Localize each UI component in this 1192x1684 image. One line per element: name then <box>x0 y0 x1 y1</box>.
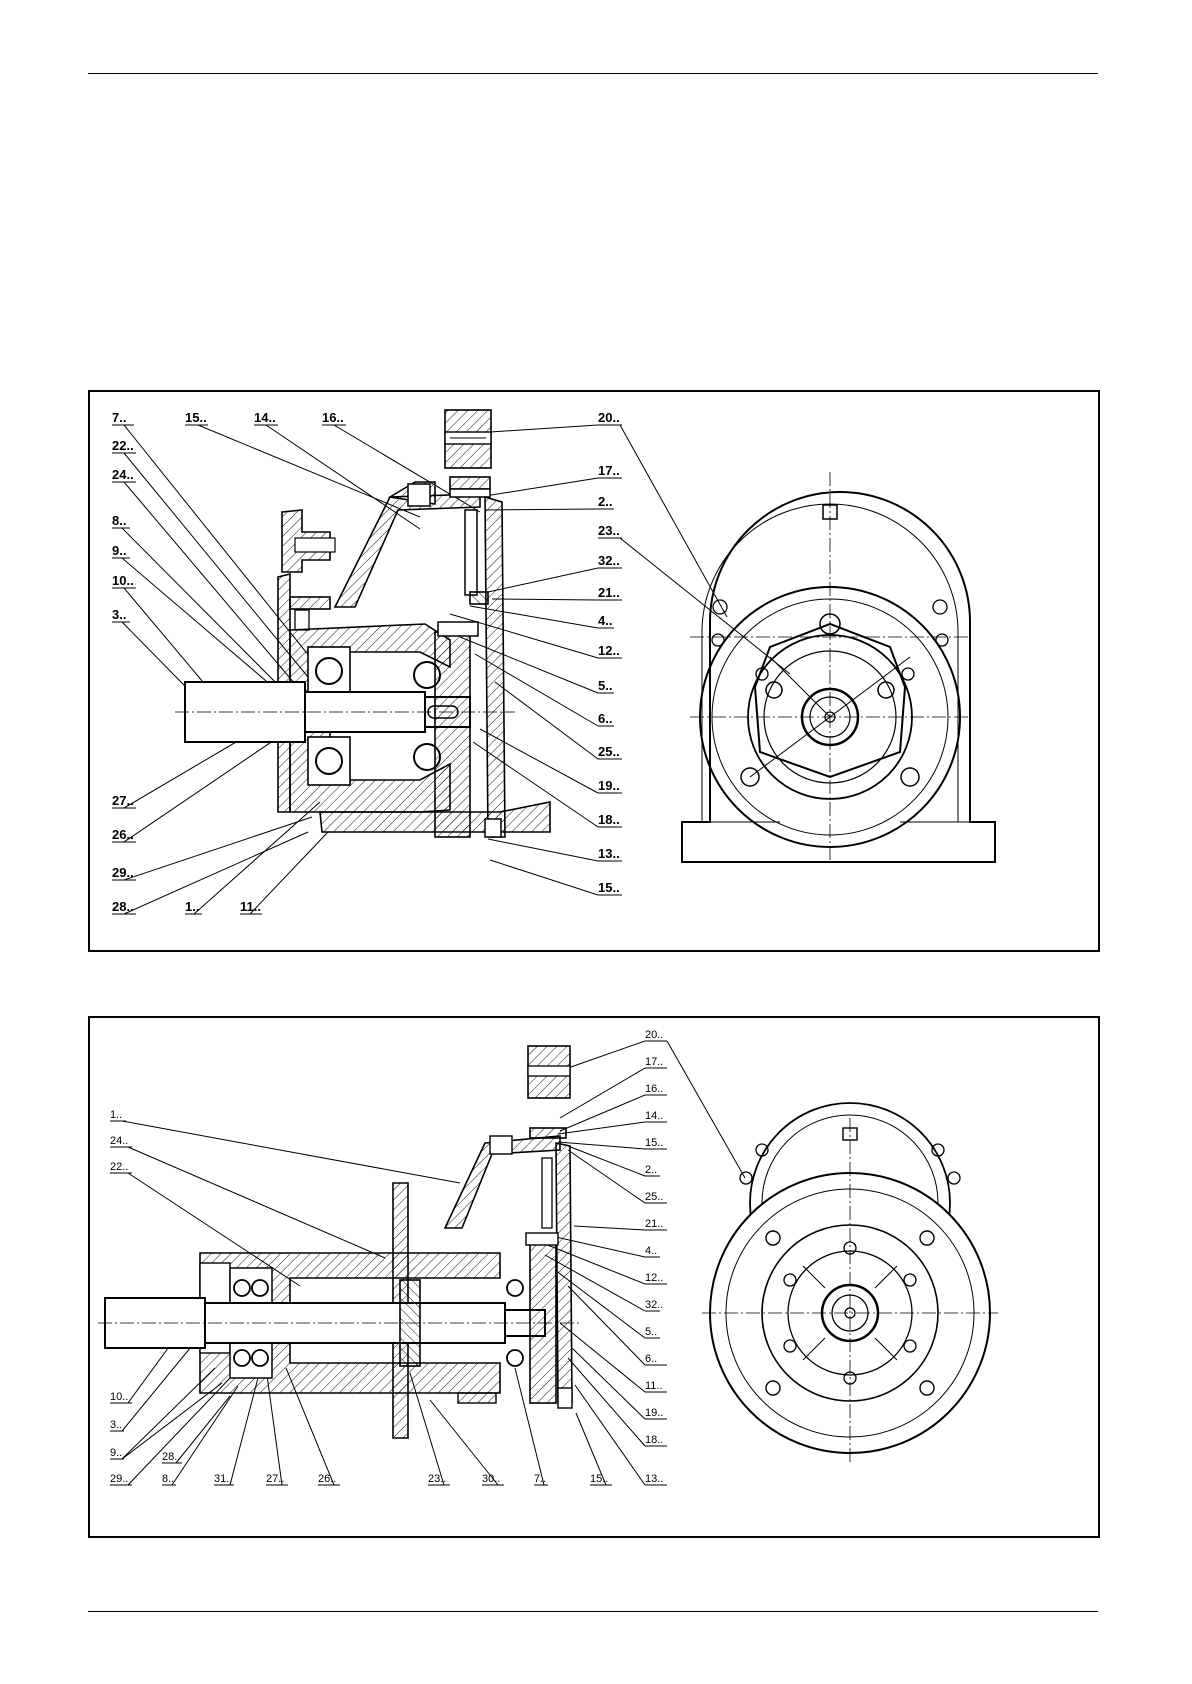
callout-label: 15.. <box>590 1473 608 1485</box>
callout-label: 25.. <box>645 1191 663 1203</box>
callouts-left-lower: 1.. 24.. 22.. 10.. 3.. 9.. 28.. 29.. 8.. <box>110 1109 461 1486</box>
callout-label: 28.. <box>112 899 134 914</box>
callout-label: 16.. <box>645 1083 663 1095</box>
callout-label: 16.. <box>322 410 344 425</box>
callouts-bottom-upper: 1.. 11.. <box>185 801 329 915</box>
callout-label: 2.. <box>645 1164 657 1176</box>
callout-label: 17.. <box>645 1056 663 1068</box>
callout-label: 31.. <box>214 1473 232 1485</box>
callout-label: 13.. <box>645 1473 663 1485</box>
callout-label: 27.. <box>266 1473 284 1485</box>
callout-label: 1.. <box>185 899 199 914</box>
callout-label: 22.. <box>110 1161 128 1173</box>
front-view-upper <box>681 472 996 863</box>
callout-label: 9.. <box>110 1447 122 1459</box>
header-rule <box>88 73 1098 74</box>
callout-label: 2.. <box>598 494 612 509</box>
callout-label: 26.. <box>112 827 134 842</box>
assembly-drawing-lower: 1.. 24.. 22.. 10.. 3.. 9.. 28.. 29.. 8..… <box>98 1029 998 1486</box>
callout-label: 24.. <box>112 467 134 482</box>
callout-label: 7.. <box>534 1473 546 1485</box>
callout-label: 15.. <box>598 880 620 895</box>
callout-label: 19.. <box>598 778 620 793</box>
callout-label: 23.. <box>598 523 620 538</box>
callout-label: 21.. <box>645 1218 663 1230</box>
callout-label: 28.. <box>162 1451 180 1463</box>
callout-label: 13.. <box>598 846 620 861</box>
callout-label: 22.. <box>112 438 134 453</box>
callout-label: 32.. <box>645 1299 663 1311</box>
callout-label: 29.. <box>110 1473 128 1485</box>
callout-label: 5.. <box>645 1326 657 1338</box>
callout-label: 14.. <box>645 1110 663 1122</box>
callout-label: 1.. <box>110 1109 122 1121</box>
callout-label: 15.. <box>645 1137 663 1149</box>
callout-label: 3.. <box>110 1419 122 1431</box>
callout-label: 30.. <box>482 1473 500 1485</box>
callout-label: 29.. <box>112 865 134 880</box>
callout-label: 15.. <box>185 410 207 425</box>
callout-label: 12.. <box>645 1272 663 1284</box>
drawing-panel-lower: 1.. 24.. 22.. 10.. 3.. 9.. 28.. 29.. 8..… <box>88 1016 1100 1538</box>
callout-label: 18.. <box>598 812 620 827</box>
callout-label: 21.. <box>598 585 620 600</box>
footer-rule <box>88 1611 1098 1612</box>
callout-label: 18.. <box>645 1434 663 1446</box>
callouts-right-lower: 20.. 17.. 16.. 14.. 15.. 2.. 25.. 21.. 4… <box>529 1029 746 1447</box>
callout-label: 11.. <box>240 899 261 914</box>
callout-label: 27.. <box>112 793 134 808</box>
callout-label: 11.. <box>645 1380 663 1392</box>
callout-label: 12.. <box>598 643 620 658</box>
callout-label: 4.. <box>645 1245 657 1257</box>
callout-label: 8.. <box>112 513 126 528</box>
callout-label: 7.. <box>112 410 126 425</box>
callouts-top-upper: 15.. 14.. 16.. <box>185 410 481 530</box>
drawing-panel-upper: 7.. 22.. 24.. 8.. 9.. 10.. 3.. 27.. 26..… <box>88 390 1100 952</box>
callouts-left-upper: 7.. 22.. 24.. 8.. 9.. 10.. 3.. 27.. 26..… <box>112 410 349 915</box>
callout-label: 3.. <box>112 607 126 622</box>
callout-label: 20.. <box>598 410 620 425</box>
callouts-right-upper: 20.. 17.. 2.. 23.. 32.. 21.. 4.. 12.. 5.… <box>449 410 791 896</box>
callouts-bottom-lower: 31.. 27.. 26.. 23.. 30.. 7.. 15.. 13.. <box>214 1367 667 1486</box>
callout-label: 32.. <box>598 553 620 568</box>
callout-label: 26.. <box>318 1473 336 1485</box>
callout-label: 17.. <box>598 463 620 478</box>
sectional-view-lower <box>98 1045 580 1439</box>
callout-label: 4.. <box>598 613 612 628</box>
callout-label: 20.. <box>645 1029 663 1041</box>
assembly-drawing-upper: 7.. 22.. 24.. 8.. 9.. 10.. 3.. 27.. 26..… <box>112 409 996 915</box>
callout-label: 5.. <box>598 678 612 693</box>
callout-label: 8.. <box>162 1473 174 1485</box>
callout-label: 25.. <box>598 744 620 759</box>
front-view-lower <box>702 1102 998 1463</box>
callout-label: 19.. <box>645 1407 663 1419</box>
callout-label: 9.. <box>112 543 126 558</box>
callout-label: 10.. <box>110 1391 128 1403</box>
sectional-view-upper <box>175 409 551 838</box>
callout-label: 6.. <box>598 711 612 726</box>
callout-label: 24.. <box>110 1135 128 1147</box>
callout-label: 14.. <box>254 410 276 425</box>
callout-label: 10.. <box>112 573 134 588</box>
callout-label: 6.. <box>645 1353 657 1365</box>
